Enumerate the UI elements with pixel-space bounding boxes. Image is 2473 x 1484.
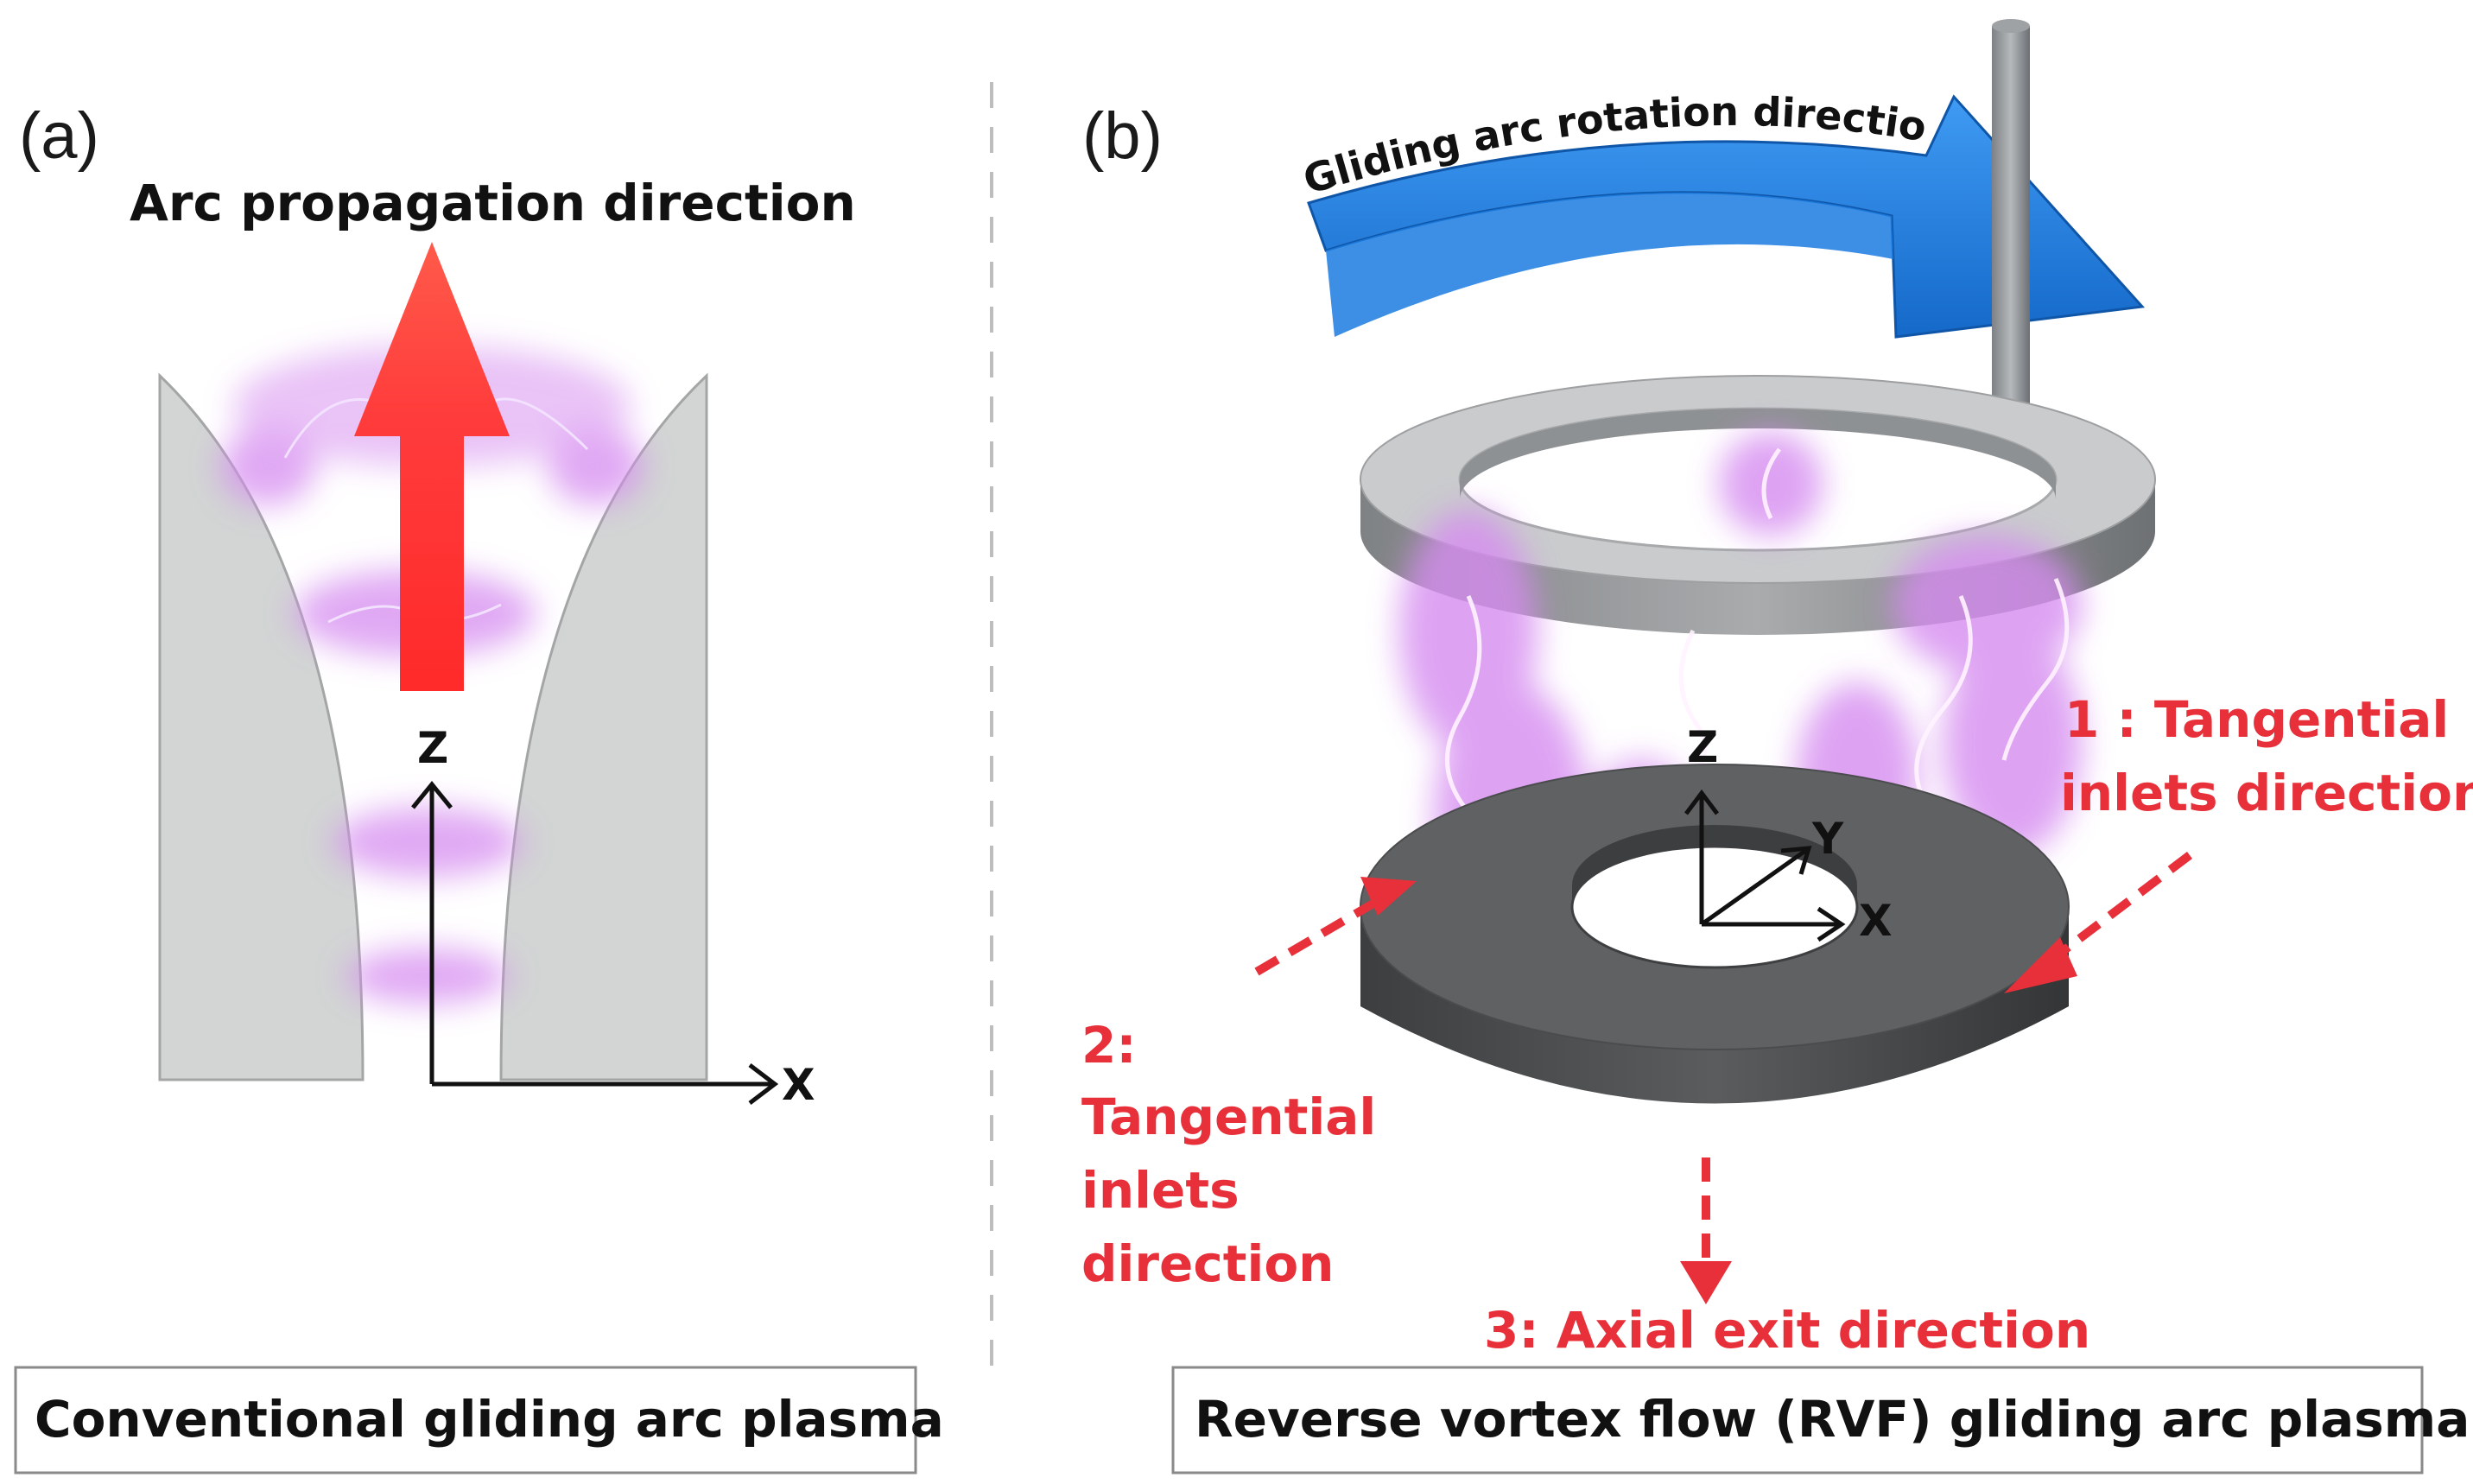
panel-a-letter: (a) xyxy=(19,99,99,173)
inlet-2-label-line1: 2: xyxy=(1081,1016,1137,1075)
electrode-rod xyxy=(1992,26,2030,445)
inlet-arrowheads xyxy=(1360,877,2077,1304)
inlet-arrows xyxy=(1254,852,2193,1274)
axis-z-label-b: Z xyxy=(1687,722,1718,772)
caption-b: Reverse vortex flow (RVF) gliding arc pl… xyxy=(1195,1390,2470,1449)
axes-b xyxy=(1684,789,1846,942)
arc-propagation-heading: Arc propagation direction xyxy=(130,174,856,232)
axes-a xyxy=(411,781,779,1105)
inlet-2-label-line3: inlets xyxy=(1081,1161,1240,1220)
inlet-2-label-line2: Tangential xyxy=(1081,1088,1376,1146)
inlet-1-label-line2: inlets direction xyxy=(2060,764,2473,822)
caption-box-b xyxy=(1171,1366,2424,1474)
arc-propagation-arrow xyxy=(354,242,510,691)
axis-y-label-b: Y xyxy=(1811,814,1844,864)
inlet-1-label-line1: 1 : Tangential xyxy=(2064,690,2449,749)
caption-a: Conventional gliding arc plasma xyxy=(35,1390,944,1449)
axis-x-label-b: X xyxy=(1859,896,1893,946)
panel-a: (a) Arc propagation direction Z X xyxy=(14,99,944,1474)
bottom-ring-electrode xyxy=(1360,764,2070,1104)
inlet-2-arrow xyxy=(1254,894,1385,976)
exit-label: 3: Axial exit direction xyxy=(1484,1301,2090,1360)
rotation-arrow-front-face xyxy=(1326,192,1893,337)
inlet-1-arrow xyxy=(2044,852,2193,967)
caption-box-a xyxy=(14,1366,917,1474)
inlet-2-label-line4: direction xyxy=(1081,1234,1334,1293)
axis-z-label-a: Z xyxy=(417,723,448,773)
axis-x-label-a: X xyxy=(782,1060,815,1110)
right-electrode xyxy=(499,372,708,1081)
rod-top xyxy=(1992,19,2030,33)
panel-b-letter: (b) xyxy=(1082,99,1163,173)
